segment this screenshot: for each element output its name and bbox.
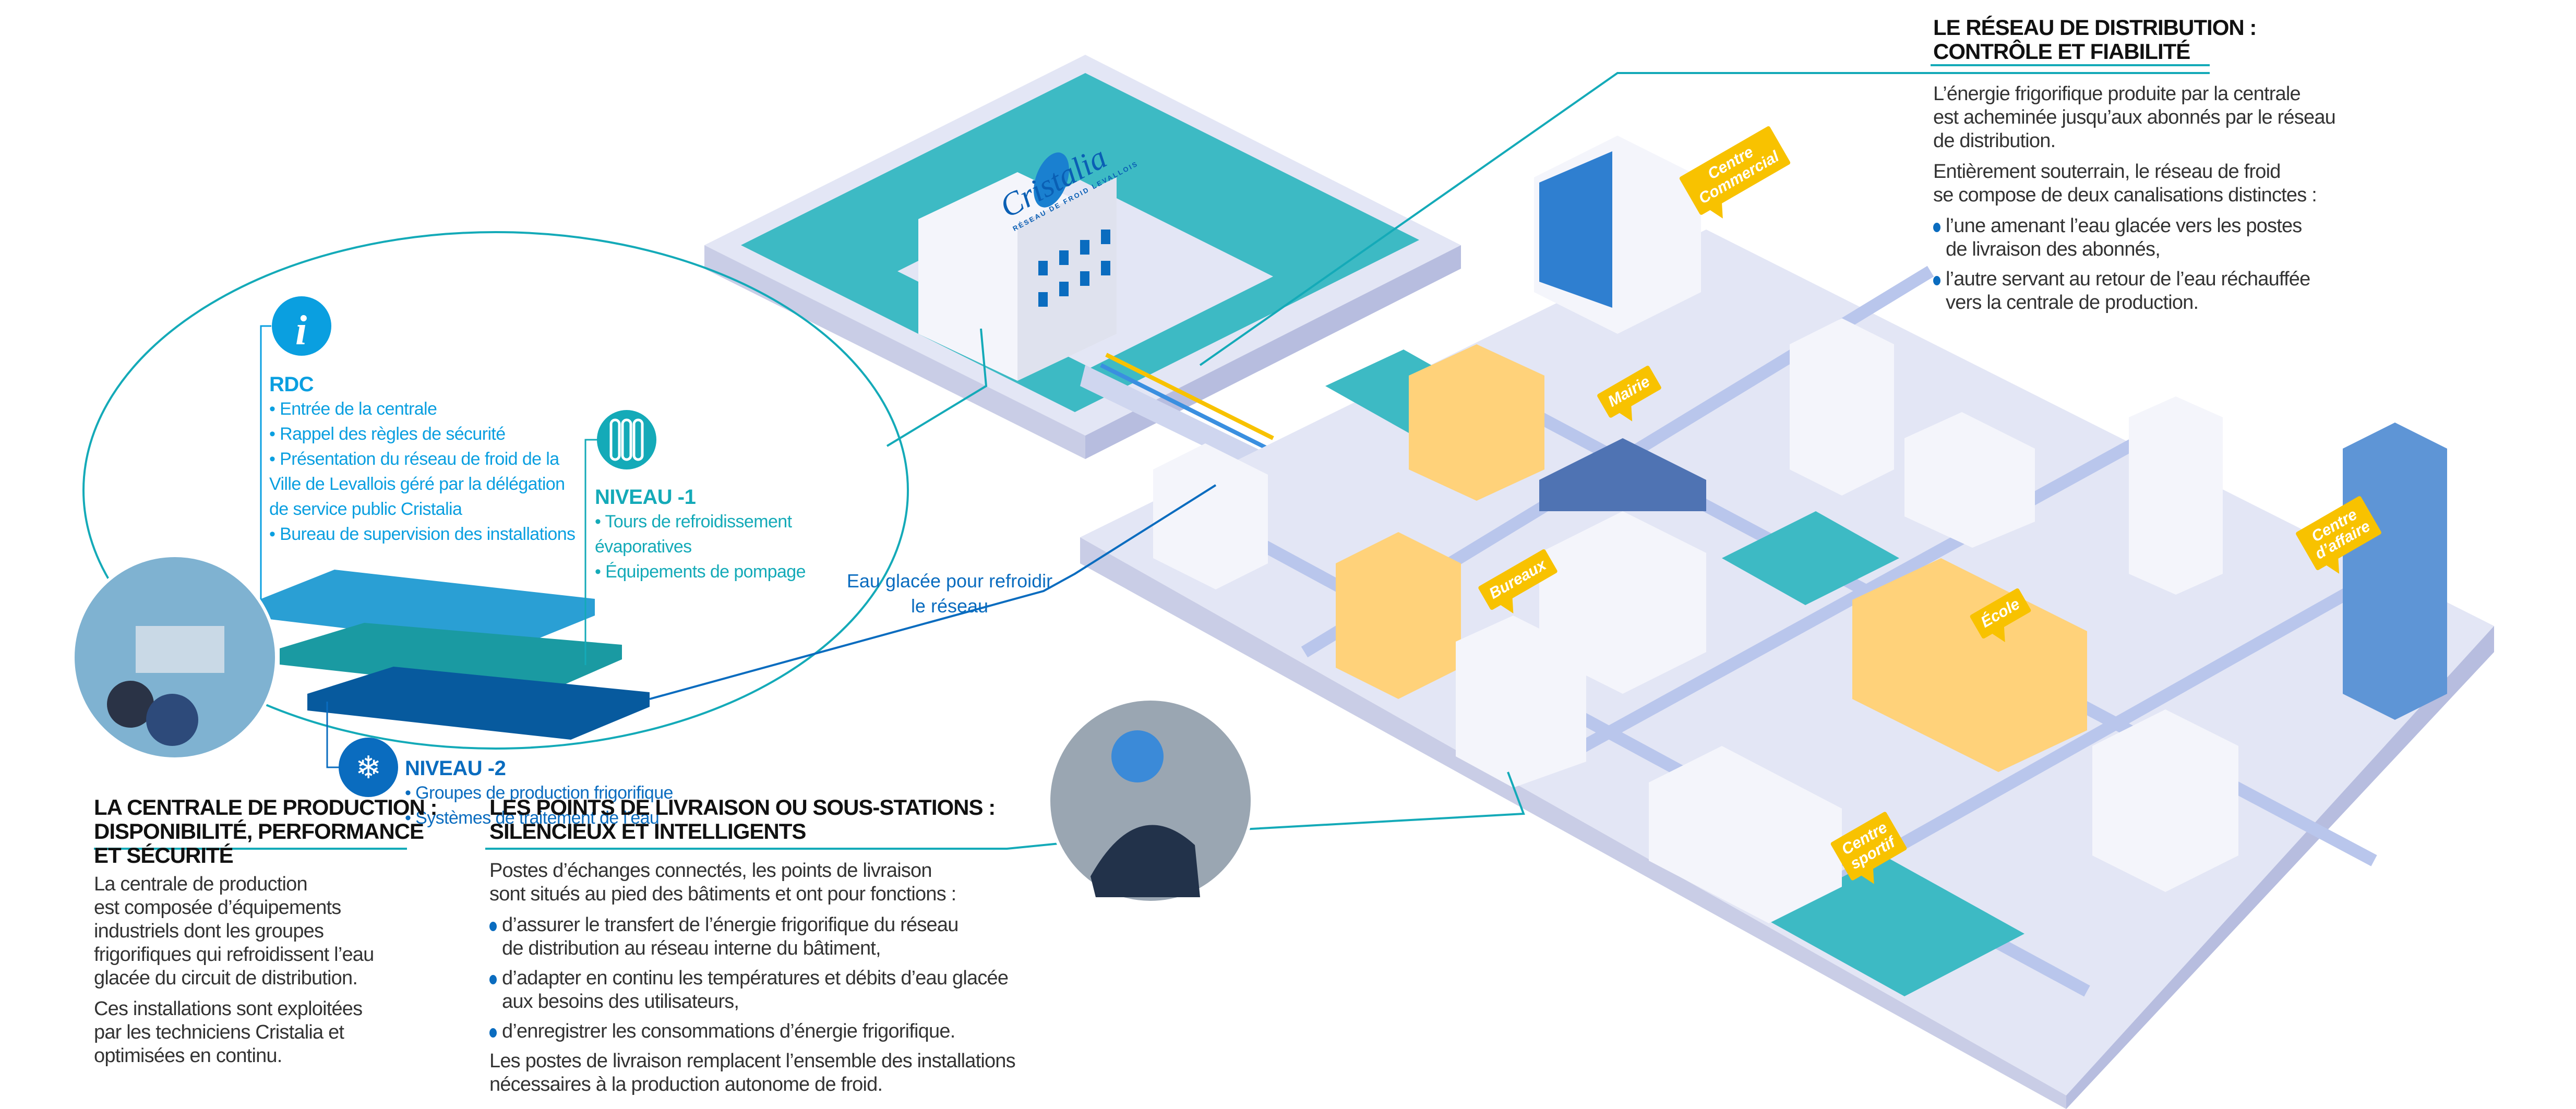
bullet-icon	[489, 922, 497, 931]
distribution-section: LE RÉSEAU DE DISTRIBUTION : CONTRÔLE ET …	[1933, 16, 2559, 321]
centrale-p2: Ces installations sont exploitées par le…	[94, 998, 363, 1067]
level-n2: NIVEAU -2 • Groupes de production frigor…	[405, 756, 673, 830]
level-rdc-plate	[252, 570, 595, 648]
level-rdc-item: • Rappel des règles de sécurité	[269, 424, 506, 444]
bullet-icon	[489, 1028, 497, 1038]
bullet-text: l’une amenant l’eau glacée vers les post…	[1946, 215, 2302, 260]
distribution-bullet: l’une amenant l’eau glacée vers les post…	[1933, 214, 2559, 261]
bullet-text: d’enregistrer les consommations d’énergi…	[502, 1020, 955, 1042]
centrale-section: LA CENTRALE DE PRODUCTION : DISPONIBILIT…	[94, 795, 470, 1075]
bullet-icon	[489, 975, 497, 984]
livraison-p1: Postes d’échanges connectés, les points …	[489, 860, 956, 905]
snowflake-icon	[339, 738, 398, 797]
livraison-title: LES POINTS DE LIVRAISON OU SOUS-STATIONS…	[489, 795, 996, 843]
bullet-text: d’assurer le transfert de l’énergie frig…	[502, 914, 958, 959]
level-n1: NIVEAU -1 • Tours de refroidissement éva…	[595, 485, 806, 584]
level-n2-plate	[307, 667, 650, 740]
level-n1-title: NIVEAU -1	[595, 486, 696, 509]
bullet-text: l’autre servant au retour de l’eau récha…	[1946, 268, 2310, 314]
centrale-callout	[82, 231, 909, 750]
level-n1-plate	[280, 623, 622, 694]
livraison-bullet: d’enregistrer les consommations d’énergi…	[489, 1020, 1116, 1043]
centrale-p1: La centrale de production est composée d…	[94, 873, 374, 989]
livraison-p2: Les postes de livraison remplacent l’ens…	[489, 1050, 1016, 1095]
bullet-icon	[1933, 276, 1940, 285]
livraison-section: LES POINTS DE LIVRAISON OU SOUS-STATIONS…	[489, 795, 1116, 1104]
buildings	[1153, 136, 2447, 923]
livraison-bullet: d’adapter en continu les températures et…	[489, 967, 1116, 1014]
distribution-p2: Entièrement souterrain, le réseau de fro…	[1933, 161, 2317, 206]
level-rdc-item: • Entrée de la centrale	[269, 399, 437, 419]
livraison-bullet: d’assurer le transfert de l’énergie frig…	[489, 913, 1116, 960]
level-n1-item: • Équipements de pompage	[595, 562, 806, 582]
level-n2-item: • Groupes de production frigorifique	[405, 783, 673, 803]
level-rdc-item: • Présentation du réseau de froid de la …	[269, 449, 565, 519]
park	[1722, 511, 1899, 605]
bullet-text: d’adapter en continu les températures et…	[502, 967, 1009, 1012]
level-n1-item: • Tours de refroidissement évaporatives	[595, 512, 792, 557]
svg-text:❄: ❄	[355, 750, 381, 786]
info-icon	[272, 296, 331, 356]
level-rdc-title: RDC	[269, 373, 314, 396]
centrale-title: LA CENTRALE DE PRODUCTION : DISPONIBILIT…	[94, 795, 437, 867]
flow-label: Eau glacée pour refroidir le réseau	[846, 570, 1053, 617]
level-n2-item: • Systèmes de traitement de l’eau	[405, 808, 660, 828]
level-rdc: RDC • Entrée de la centrale • Rappel des…	[269, 372, 576, 547]
logo-emblem-icon	[1034, 152, 1069, 208]
level-rdc-item: • Bureau de supervision des installation…	[269, 524, 576, 544]
distribution-bullet: l’autre servant au retour de l’eau récha…	[1933, 268, 2559, 315]
pipe-channel	[1080, 365, 1278, 480]
distribution-p1: L’énergie frigorifique produite par la c…	[1933, 83, 2336, 152]
level-n2-title: NIVEAU -2	[405, 757, 506, 780]
worker-photo	[1047, 697, 1254, 904]
bullet-icon	[1933, 223, 1940, 232]
svg-text:i: i	[295, 308, 307, 354]
distribution-title: LE RÉSEAU DE DISTRIBUTION : CONTRÔLE ET …	[1933, 15, 2257, 64]
